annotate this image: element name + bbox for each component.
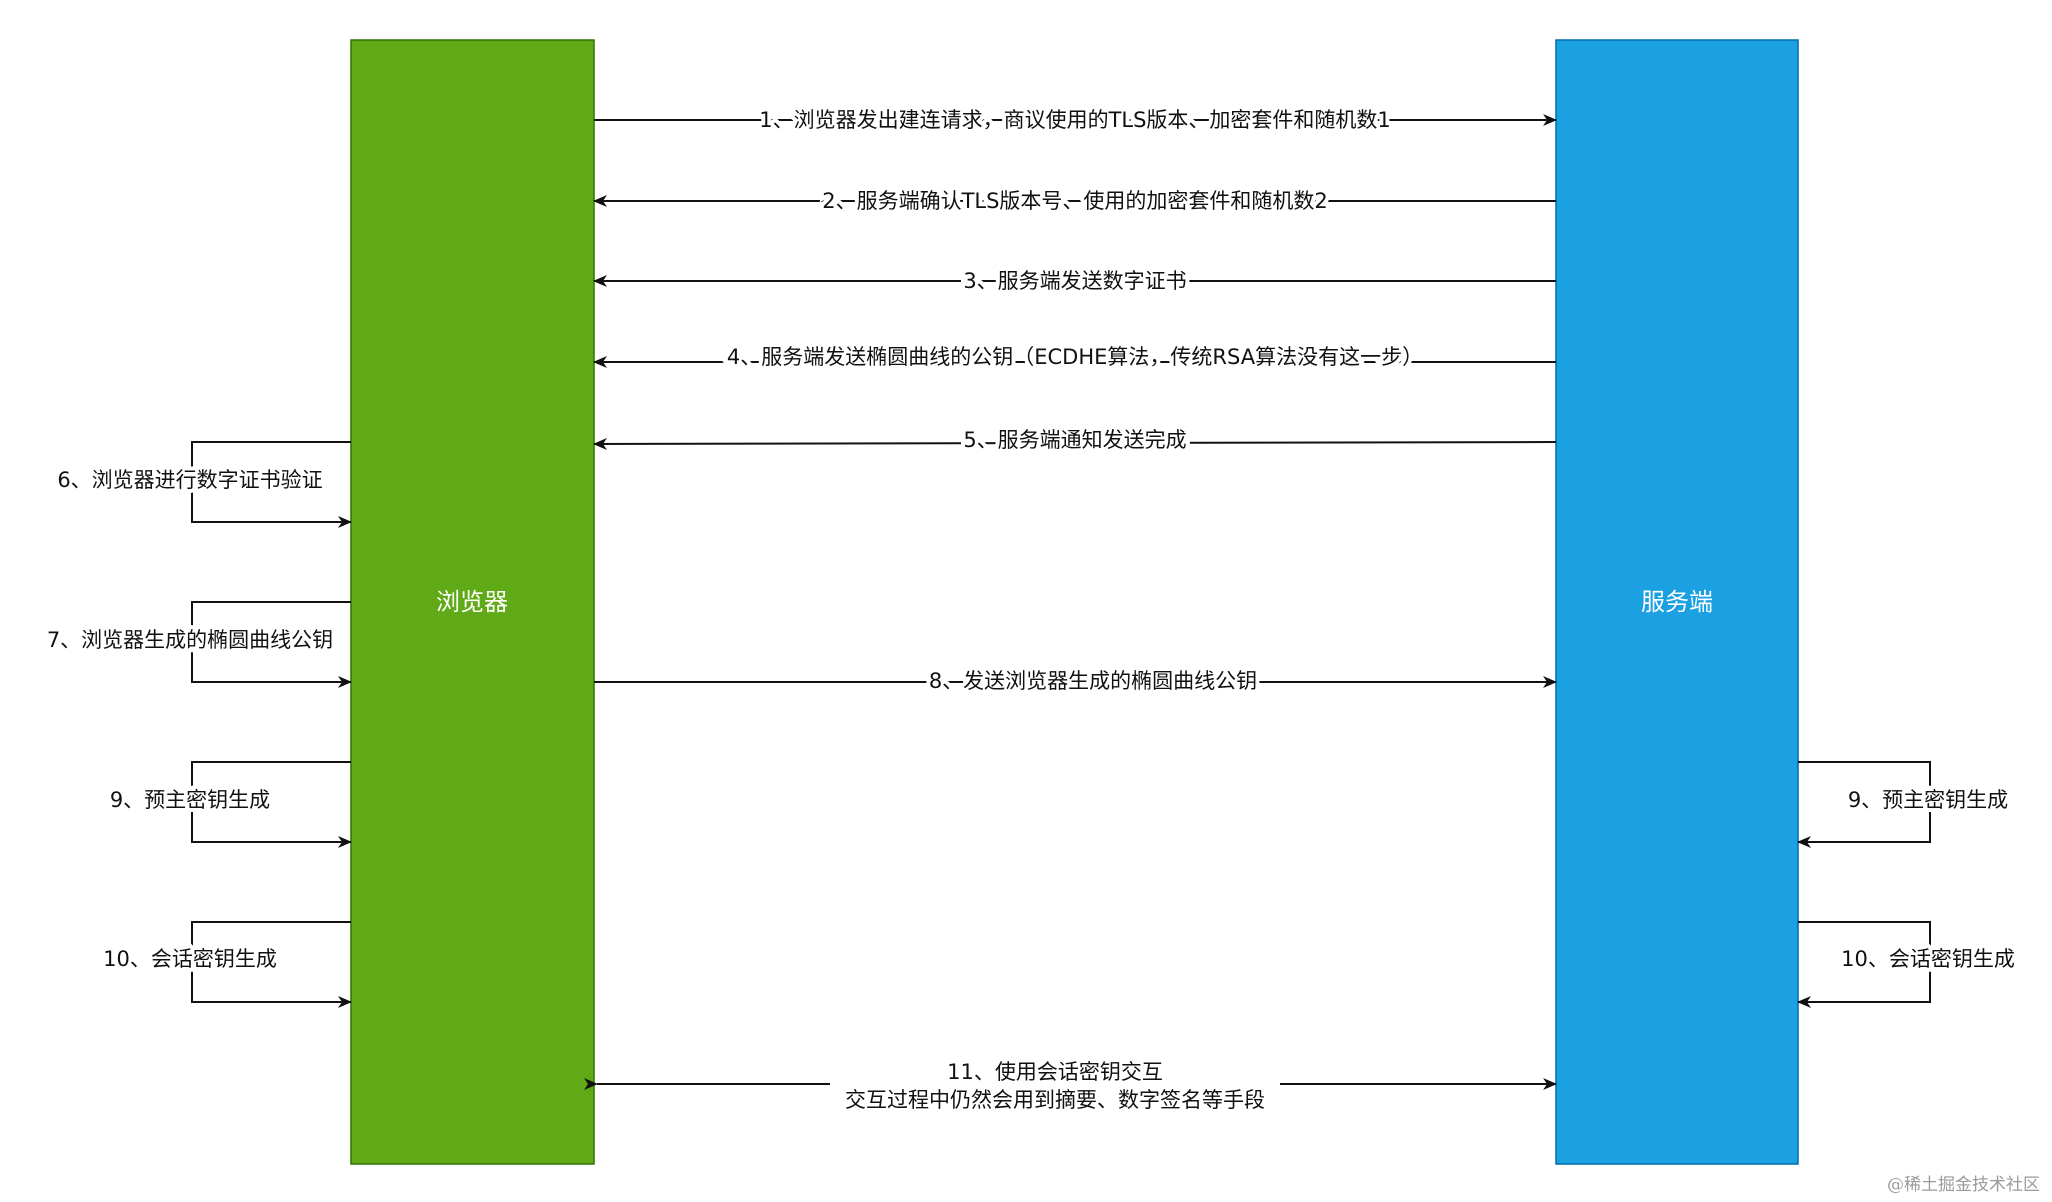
server-self-loop-9 — [1797, 761, 1931, 848]
browser-step-7-label: 7、浏览器生成的椭圆曲线公钥 — [47, 628, 333, 652]
message-11-label-line-1: 11、使用会话密钥交互 — [947, 1060, 1163, 1084]
message-2-label: 2、服务端确认TLS版本号、使用的加密套件和随机数2 — [822, 189, 1328, 213]
server-step-9-label: 9、预主密钥生成 — [1848, 788, 2008, 812]
browser-step-10-label: 10、会话密钥生成 — [103, 947, 277, 971]
message-5-label: 5、服务端通知发送完成 — [963, 428, 1186, 452]
browser-self-loop-10 — [191, 921, 352, 1008]
browser-step-6-label: 6、浏览器进行数字证书验证 — [57, 468, 322, 492]
browser-self-loop-7 — [191, 601, 352, 688]
message-8-label: 8、发送浏览器生成的椭圆曲线公钥 — [929, 669, 1257, 693]
server-label: 服务端 — [1641, 588, 1713, 616]
browser-box — [350, 39, 595, 1165]
server-self-loop-10 — [1797, 921, 1931, 1008]
message-5-arrow — [593, 437, 1557, 450]
browser-self-loop-9 — [191, 761, 352, 848]
message-4-label: 4、服务端发送椭圆曲线的公钥（ECDHE算法，传统RSA算法没有这一步） — [727, 345, 1423, 369]
browser-step-9-label: 9、预主密钥生成 — [110, 788, 270, 812]
message-1-label: 1、浏览器发出建连请求，商议使用的TLS版本、加密套件和随机数1 — [759, 108, 1391, 132]
watermark: @稀土掘金技术社区 — [1887, 1175, 2040, 1195]
server-step-10-label: 10、会话密钥生成 — [1841, 947, 2015, 971]
browser-label: 浏览器 — [436, 588, 508, 616]
message-3-label: 3、服务端发送数字证书 — [963, 269, 1186, 293]
browser-self-loop-6 — [191, 441, 352, 528]
server-box — [1555, 39, 1799, 1165]
message-11-label-line-2: 交互过程中仍然会用到摘要、数字签名等手段 — [845, 1088, 1265, 1112]
message-11-label-bg — [830, 1052, 1280, 1116]
